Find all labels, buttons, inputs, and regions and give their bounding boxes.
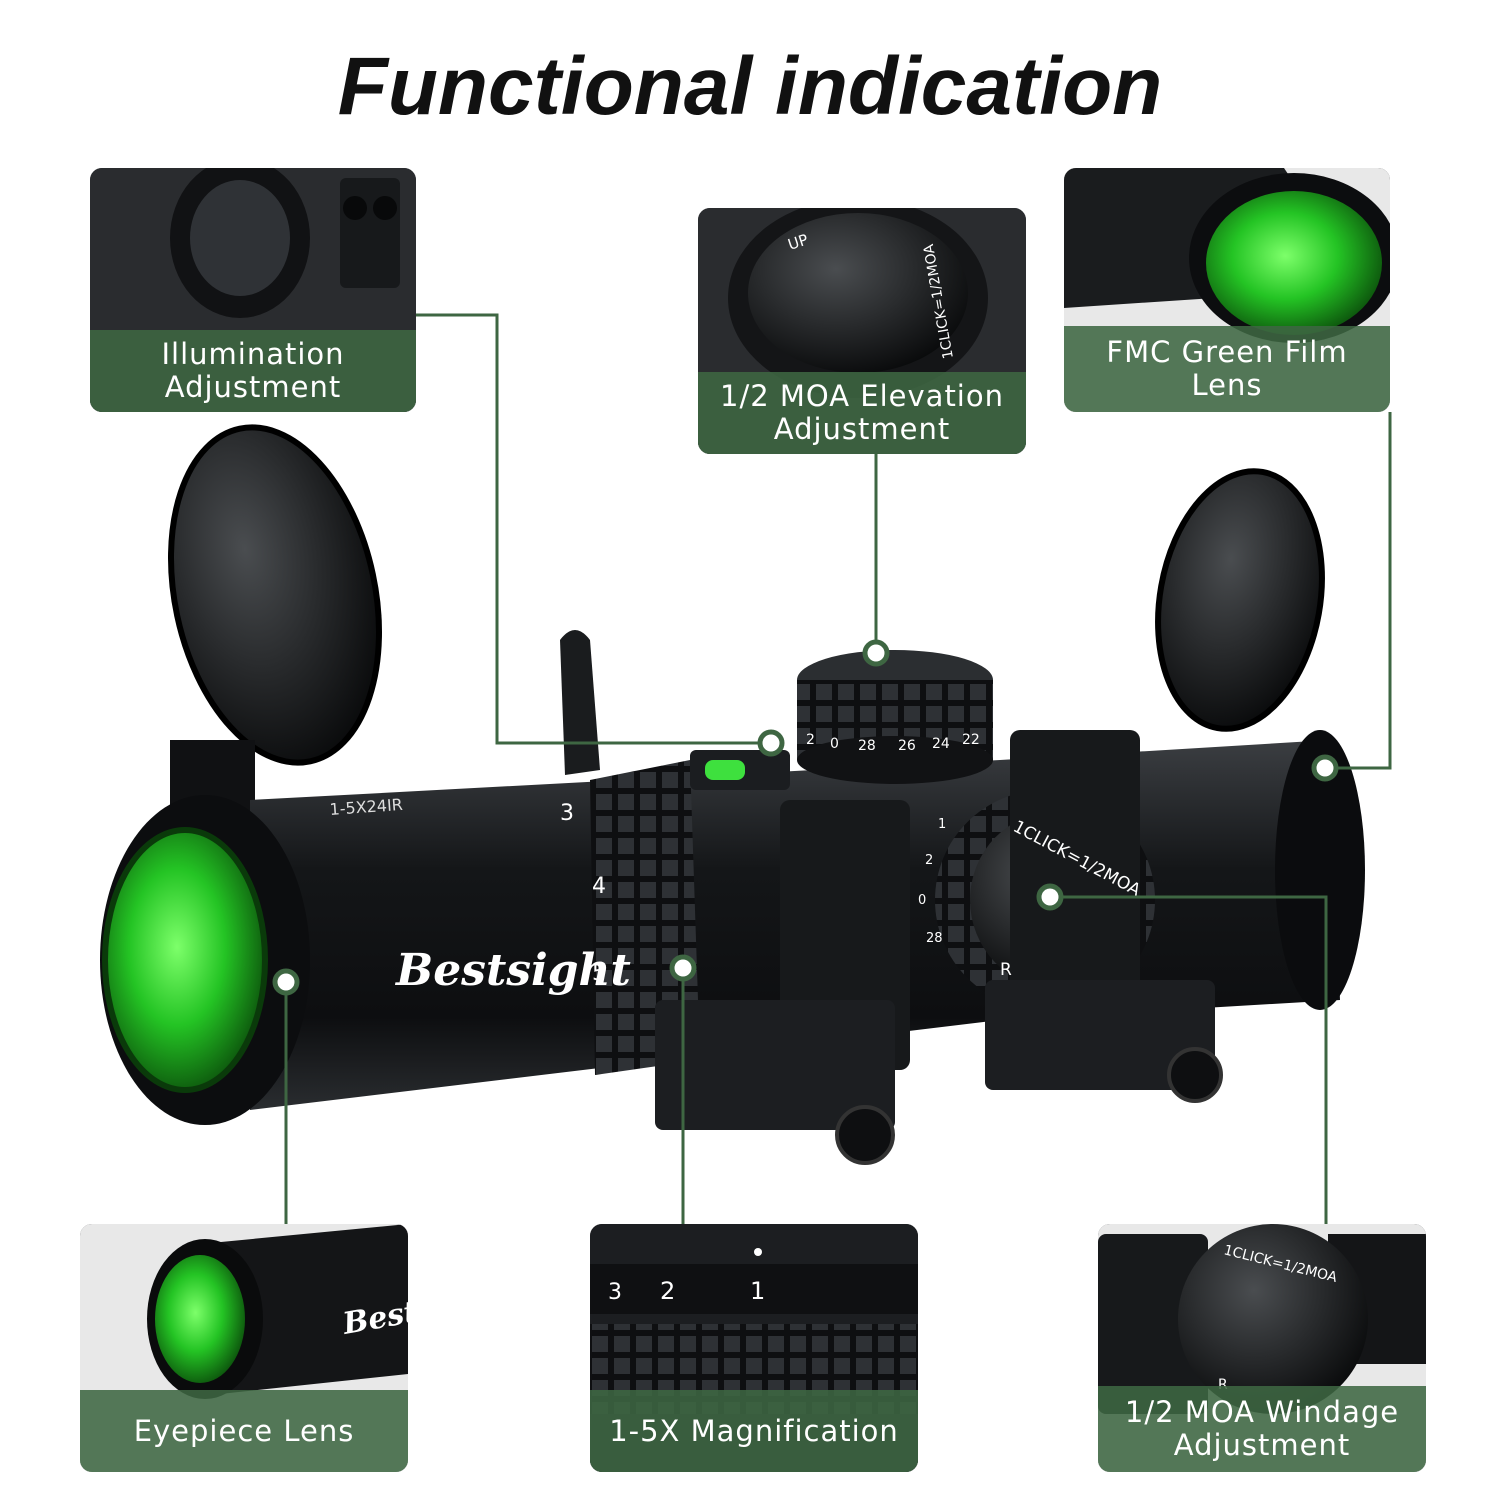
callout-illumination-adjustment: Illumination Adjustment	[90, 168, 416, 412]
callout-label-fmc: FMC Green Film Lens	[1106, 335, 1348, 402]
callout-label-illumination: Illumination Adjustment	[161, 337, 345, 404]
windage-turret-photo: 1CLICK=1/2MOA R	[1098, 1224, 1426, 1472]
elevation-up-text: UP	[786, 230, 811, 253]
windage-inset-direction: R	[1218, 1377, 1228, 1393]
callout-eyepiece-lens: Bests Eyepiece Lens	[80, 1224, 408, 1472]
callout-label-magnification: 1-5X Magnification	[609, 1413, 899, 1448]
callout-band: 1/2 MOA Elevation Adjustment	[698, 372, 1026, 454]
callout-fmc-green-film-lens: FMC Green Film Lens	[1064, 168, 1390, 412]
callout-label-elevation: 1/2 MOA Elevation Adjustment	[720, 379, 1004, 446]
page-title: Functional indication	[337, 41, 1163, 132]
callout-label-windage: 1/2 MOA Windage Adjustment	[1124, 1395, 1400, 1462]
mag-inset-number-2: 2	[660, 1277, 675, 1305]
mag-inset-number-1: 1	[750, 1277, 765, 1305]
callout-elevation-adjustment: UP 1CLICK=1/2MOA 1/2 MOA Elevation Adjus…	[698, 208, 1026, 454]
callout-windage-adjustment: 1CLICK=1/2MOA R 1/2 MOA Windage Adjustme…	[1098, 1224, 1426, 1472]
callout-band: Illumination Adjustment	[90, 330, 416, 412]
callout-magnification: 3 2 1 1-5X Magnification	[590, 1224, 918, 1472]
callout-band: 1/2 MOA Windage Adjustment	[1098, 1386, 1426, 1472]
callout-band: FMC Green Film Lens	[1064, 326, 1390, 412]
callout-band: Eyepiece Lens	[80, 1390, 408, 1472]
mag-inset-number-3: 3	[608, 1280, 622, 1305]
callout-band: 1-5X Magnification	[590, 1390, 918, 1472]
callout-label-eyepiece: Eyepiece Lens	[133, 1413, 355, 1448]
